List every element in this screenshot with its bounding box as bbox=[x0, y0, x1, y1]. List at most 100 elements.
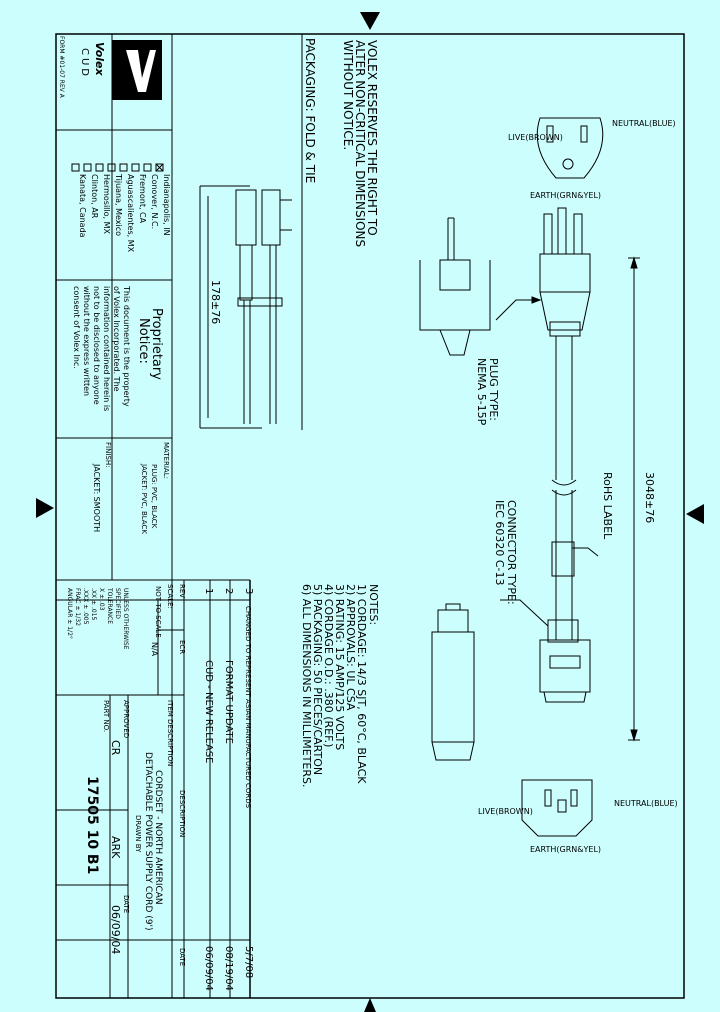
item-desc-line-2: DETACHABLE POWER SUPPLY CORD (9') bbox=[143, 752, 153, 931]
tolerance-line: ANGULAR ± 1/2° bbox=[66, 588, 73, 639]
proprietary-line: information contained herein is bbox=[102, 286, 111, 411]
proprietary-line: without the express written bbox=[82, 286, 91, 396]
date-header: DATE bbox=[178, 948, 186, 966]
packaging-label: PACKAGING: FOLD & TIE bbox=[303, 38, 317, 183]
scale-value: NOT TO SCALE bbox=[154, 586, 162, 638]
note-line: 3) RATING: 15 AMP/125 VOLTS bbox=[333, 584, 346, 750]
packaging-drawing bbox=[199, 185, 292, 429]
approved-value: CR bbox=[109, 740, 122, 756]
plug-face bbox=[536, 117, 604, 179]
material-jacket: JACKET: PVC, BLACK bbox=[140, 463, 148, 534]
center-mark-left bbox=[36, 498, 54, 518]
revision-description: CHANGED TO REPRESENT ASIAN MANUFACTURED … bbox=[244, 606, 252, 809]
location-label: Kanata, Canada bbox=[78, 174, 87, 238]
center-mark-bottom bbox=[364, 998, 376, 1012]
ecr-header: ECR bbox=[178, 640, 186, 654]
dim-pack: 178±76 bbox=[209, 280, 222, 324]
proprietary-line: of Volex Incorporated. The bbox=[112, 286, 121, 392]
note-line: 1) CORDAGE: 14/3 SJT, 60°C, BLACK bbox=[355, 584, 368, 784]
tolerance-line: TOLERANCE bbox=[106, 587, 113, 624]
location-label: Indianapolis, IN bbox=[162, 174, 171, 236]
dimension-total bbox=[628, 256, 640, 742]
reserve-notice-line: VOLEX RESERVES THE RIGHT TO bbox=[365, 40, 379, 236]
tolerance-line: X ± .03 bbox=[98, 588, 105, 611]
revision-date: 08/19/04 bbox=[223, 946, 234, 991]
plug-face-earth: EARTH(GRN&YEL) bbox=[530, 191, 601, 200]
tolerance-line: UNLESS OTHERWISE bbox=[122, 588, 129, 650]
connector-face-live: LIVE(BROWN) bbox=[478, 807, 533, 816]
note-line: 6) ALL DIMENSIONS IN MILLIMETERS. bbox=[300, 584, 313, 787]
reserve-notice-line: ALTER NON-CRITICAL DIMENSIONS bbox=[353, 40, 367, 247]
date-label: DATE bbox=[122, 895, 130, 913]
item-desc-line-1: CORDSET - NORTH AMERICAN bbox=[153, 770, 163, 905]
material-label: MATERIAL: bbox=[162, 442, 170, 479]
location-checkbox bbox=[71, 163, 80, 172]
tolerance-line: .XX ± .015 bbox=[90, 588, 97, 621]
plug-top-view bbox=[539, 207, 591, 703]
revision-number: 1 bbox=[203, 588, 214, 594]
scale-label: SCALE: bbox=[166, 584, 174, 609]
revision-description: CUD - NEW RELEASE bbox=[203, 660, 214, 764]
connector-face bbox=[521, 779, 593, 837]
drawn-value: ARK bbox=[109, 836, 122, 859]
dim-total: 3048±76 bbox=[643, 472, 656, 523]
location-label: Aguascalientes, MX bbox=[126, 174, 135, 253]
revision-number: 3 bbox=[243, 588, 254, 594]
tolerance-line: FRAC ± 1/32 bbox=[74, 588, 81, 626]
connector-type-line1: CONNECTOR TYPE: bbox=[505, 500, 518, 605]
tolerance-line: SPECIFIED bbox=[114, 588, 121, 619]
proprietary-title-2: Notice: bbox=[136, 318, 151, 364]
finish-value: JACKET: SMOOTH bbox=[92, 463, 101, 532]
proprietary-line: This document is the property bbox=[122, 285, 131, 407]
location-checkbox bbox=[119, 163, 128, 172]
location-label: Conover, N.C. bbox=[150, 174, 159, 229]
plug-type-line2: NEMA 5-15P bbox=[475, 358, 488, 426]
logo-brand-text: Volex bbox=[93, 42, 106, 77]
location-label: Hermosillo, MX bbox=[102, 174, 111, 234]
note-line: 4) CORDAGE O.D.: .380 (REF.) bbox=[322, 584, 335, 747]
location-checkbox bbox=[107, 163, 116, 172]
center-mark-right bbox=[686, 504, 704, 524]
revision-description: FORMAT UPDATE bbox=[223, 660, 234, 744]
finish-label: FINISH: bbox=[104, 442, 112, 467]
part-label: PART NO. bbox=[102, 700, 110, 732]
plug-type-line1: PLUG TYPE: bbox=[487, 358, 500, 421]
proprietary-title-1: Proprietary bbox=[149, 308, 164, 380]
item-desc-label: ITEM DESCRIPTION bbox=[166, 700, 174, 766]
location-label: Fremont, CA bbox=[138, 174, 147, 224]
plug-face-live: LIVE(BROWN) bbox=[508, 133, 563, 142]
part-value: 17505 10 B1 bbox=[84, 776, 100, 874]
note-line: 5) PACKAGING: 50 PIECES/CARTON bbox=[311, 584, 324, 775]
location-checkbox bbox=[95, 163, 104, 172]
approved-label: APPROVED bbox=[122, 700, 130, 738]
drawn-label: DRAWN BY bbox=[134, 815, 142, 853]
connector-face-neutral: NEUTRAL(BLUE) bbox=[614, 799, 678, 808]
proprietary-line: not to be disclosed to anyone bbox=[92, 286, 101, 405]
connector-side-view bbox=[431, 603, 475, 761]
location-checkbox bbox=[143, 163, 152, 172]
location-checkbox bbox=[155, 163, 164, 172]
form-number: FORM #01-07 REV A bbox=[58, 36, 65, 99]
volex-logo: Volex CUD bbox=[79, 40, 162, 100]
connector-type-line2: IEC 60320 C-13 bbox=[493, 500, 506, 586]
description-header: DESCRIPTION bbox=[178, 790, 186, 837]
plug-side-view bbox=[419, 217, 491, 356]
tolerance-line: .XXX ± .005 bbox=[82, 588, 89, 625]
reserve-notice-line: WITHOUT NOTICE. bbox=[341, 40, 355, 150]
date-value: 06/09/04 bbox=[109, 905, 122, 954]
logo-sub-text: CUD bbox=[79, 48, 90, 79]
location-check-mark bbox=[155, 163, 164, 172]
rohs-label: RoHS LABEL bbox=[601, 472, 614, 540]
revision-number: 2 bbox=[223, 588, 234, 594]
location-label: Clinton, AR bbox=[90, 174, 99, 219]
plug-face-neutral: NEUTRAL(BLUE) bbox=[612, 119, 676, 128]
center-mark-top bbox=[360, 12, 380, 30]
material-plug: PLUG: PVC, BLACK bbox=[150, 464, 158, 529]
location-label: Tijuana, Mexico bbox=[114, 173, 123, 236]
